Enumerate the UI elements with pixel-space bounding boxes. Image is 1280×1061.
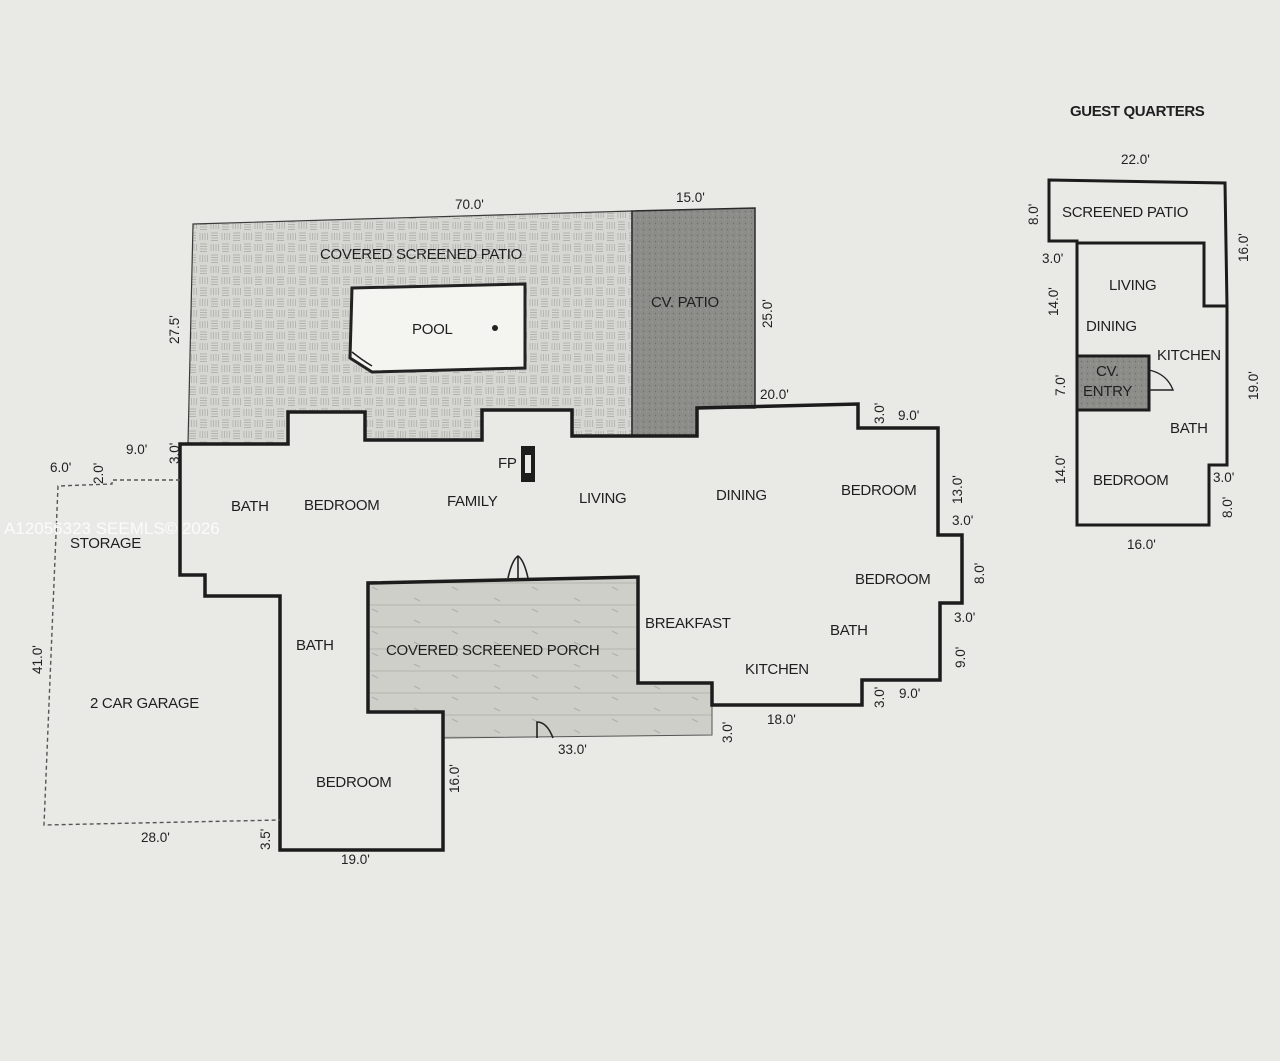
dim-garage-depth: 41.0'	[30, 645, 45, 674]
label-bedroom-right-top: BEDROOM	[841, 482, 916, 499]
label-covered-screened-porch: COVERED SCREENED PORCH	[386, 642, 599, 659]
pool-steps	[351, 351, 373, 367]
dim-storage-width: 6.0'	[50, 460, 71, 475]
pool-light-icon	[492, 325, 498, 331]
dim-porch-step: 3.0'	[720, 722, 735, 743]
guest-label-dining: DINING	[1086, 318, 1137, 335]
guest-dim-left-step: 3.0'	[1042, 251, 1063, 266]
dim-right-step-mid: 3.0'	[952, 513, 973, 528]
dim-right-bedroom2-depth: 8.0'	[972, 563, 987, 584]
guest-label-screened-patio: SCREENED PATIO	[1062, 204, 1188, 221]
label-kitchen: KITCHEN	[745, 661, 809, 678]
label-bath-right: BATH	[830, 622, 868, 639]
guest-label-bedroom: BEDROOM	[1093, 472, 1168, 489]
dim-left-width: 9.0'	[126, 442, 147, 457]
guest-label-cv-entry-2: ENTRY	[1083, 383, 1132, 400]
dim-bedroom-bottom-depth: 16.0'	[447, 764, 462, 793]
dim-right-bottom-width: 9.0'	[899, 686, 920, 701]
guest-dim-right-bottom: 8.0'	[1220, 497, 1235, 518]
house-exterior-wall	[178, 402, 964, 852]
guest-quarters-plan: GUEST QUARTERS SCREENED PATIO LIVING DIN…	[1026, 103, 1261, 552]
dim-storage-step: 2.0'	[91, 463, 106, 484]
porch-exit-door-icon	[536, 721, 554, 739]
label-bedroom-bottom: BEDROOM	[316, 774, 391, 791]
label-two-car-garage: 2 CAR GARAGE	[90, 695, 199, 712]
dim-left-step: 3.0'	[167, 443, 182, 464]
dim-kitchen-width: 18.0'	[767, 712, 796, 727]
guest-label-kitchen: KITCHEN	[1157, 347, 1221, 364]
guest-dim-left-lower: 14.0'	[1053, 455, 1068, 484]
guest-dim-patio-depth: 8.0'	[1026, 204, 1041, 225]
dim-cv-patio-width: 15.0'	[676, 190, 705, 205]
porch-door-icon	[507, 555, 529, 579]
guest-dim-right-upper: 16.0'	[1236, 233, 1251, 262]
guest-dim-top-width: 22.0'	[1121, 152, 1150, 167]
pool	[348, 282, 527, 374]
dim-right-step-low: 3.0'	[954, 610, 975, 625]
label-bath-left: BATH	[231, 498, 269, 515]
watermark: A12056323 SEEMLS© 2026	[4, 519, 220, 538]
label-fp: FP	[498, 455, 517, 472]
label-family: FAMILY	[447, 493, 498, 510]
dim-bedroom-bottom-width: 19.0'	[341, 852, 370, 867]
label-cv-patio: CV. PATIO	[651, 294, 719, 311]
guest-dim-bottom-width: 16.0'	[1127, 537, 1156, 552]
label-bath-center: BATH	[296, 637, 334, 654]
guest-dim-right-step: 3.0'	[1213, 470, 1234, 485]
dim-right-step-top: 3.0'	[872, 403, 887, 424]
label-bedroom-right-mid: BEDROOM	[855, 571, 930, 588]
label-living: LIVING	[579, 490, 626, 507]
dim-top-width: 70.0'	[455, 197, 484, 212]
dim-cv-patio-depth: 25.0'	[760, 299, 775, 328]
dim-right-bedroom-depth: 13.0'	[950, 475, 965, 504]
label-bedroom-left: BEDROOM	[304, 497, 379, 514]
label-storage: STORAGE	[70, 535, 141, 552]
dim-garage-width: 28.0'	[141, 830, 170, 845]
dim-right-step-width: 9.0'	[898, 408, 919, 423]
main-plan: COVERED SCREENED PATIO POOL CV. PATIO FP…	[30, 190, 987, 867]
guest-entry-door-icon	[1148, 369, 1175, 391]
guest-exterior-wall	[1075, 241, 1229, 527]
dim-right-step-bottom: 3.0'	[872, 687, 887, 708]
guest-dim-right-lower: 19.0'	[1246, 371, 1261, 400]
label-dining: DINING	[716, 487, 767, 504]
label-pool: POOL	[412, 321, 452, 338]
guest-label-bath: BATH	[1170, 420, 1208, 437]
cv-patio-area	[631, 207, 756, 437]
garage-outline	[43, 479, 281, 826]
dim-patio-depth: 27.5'	[167, 315, 182, 344]
dim-porch-width: 33.0'	[558, 742, 587, 757]
guest-dim-left-upper: 14.0'	[1046, 287, 1061, 316]
guest-quarters-title: GUEST QUARTERS	[1070, 103, 1205, 120]
dim-bedroom-bottom-step: 3.5'	[258, 829, 273, 850]
guest-dim-left-entry: 7.0'	[1053, 375, 1068, 396]
guest-label-living: LIVING	[1109, 277, 1156, 294]
label-covered-screened-patio: COVERED SCREENED PATIO	[320, 246, 522, 263]
guest-label-cv-entry-1: CV.	[1096, 363, 1119, 380]
dim-cv-patio-offset: 20.0'	[760, 387, 789, 402]
dim-right-lower-depth: 9.0'	[953, 647, 968, 668]
guest-cv-entry-area	[1075, 354, 1151, 412]
label-breakfast: BREAKFAST	[645, 615, 731, 632]
